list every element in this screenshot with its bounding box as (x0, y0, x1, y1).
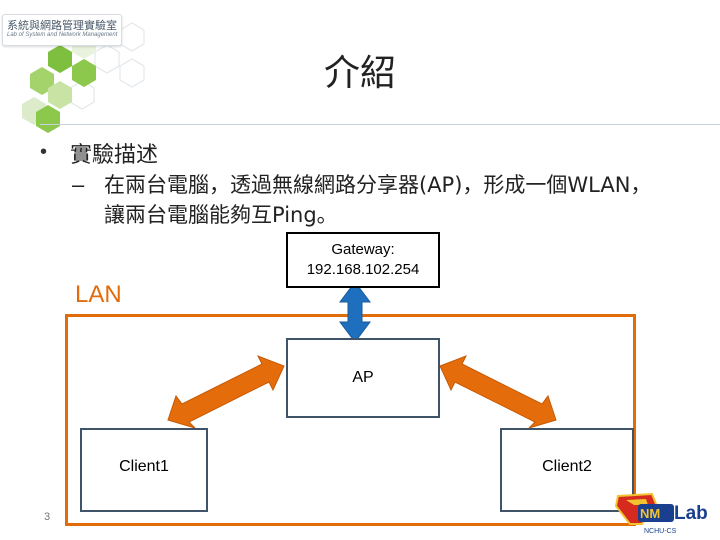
ap-label: AP (352, 369, 374, 386)
gateway-ip: 192.168.102.254 (306, 261, 420, 278)
nmlab-logo: NM Lab NCHU-CS (614, 492, 708, 535)
client2-label: Client2 (542, 458, 592, 475)
svg-text:NM: NM (640, 506, 660, 521)
header-hexagon-decoration (22, 22, 145, 133)
lan-label: LAN (75, 281, 122, 308)
gateway-ap-arrow (339, 281, 371, 343)
client1-node: Client1 (80, 428, 208, 512)
ap-node: AP (286, 338, 440, 418)
client1-label: Client1 (119, 458, 169, 475)
sub-bullet-text: 在兩台電腦，透過無線網路分享器(AP)，形成一個WLAN，讓兩台電腦能夠互Pin… (104, 173, 652, 227)
ap-client2-arrow (439, 355, 557, 429)
lab-name-en: Lab of System and Network Management (7, 32, 118, 38)
lab-name-cn: 系統與網路管理實驗室 (7, 19, 117, 32)
client2-node: Client2 (500, 428, 634, 512)
header-divider (40, 124, 720, 125)
sub-bullet-dash: – (72, 172, 85, 197)
slide-title: 介紹 (323, 53, 396, 94)
page-number: 3 (44, 511, 51, 523)
gateway-label: Gateway: (331, 241, 395, 258)
svg-text:NCHU-CS: NCHU-CS (644, 528, 677, 535)
bullet-text: 實驗描述 (70, 143, 159, 168)
bullet-dot: • (40, 141, 48, 163)
gateway-node: Gateway: 192.168.102.254 (286, 232, 440, 288)
lab-logo: 系統與網路管理實驗室 Lab of System and Network Man… (2, 14, 122, 46)
client1-ap-arrow (167, 355, 285, 429)
svg-text:Lab: Lab (674, 503, 708, 524)
